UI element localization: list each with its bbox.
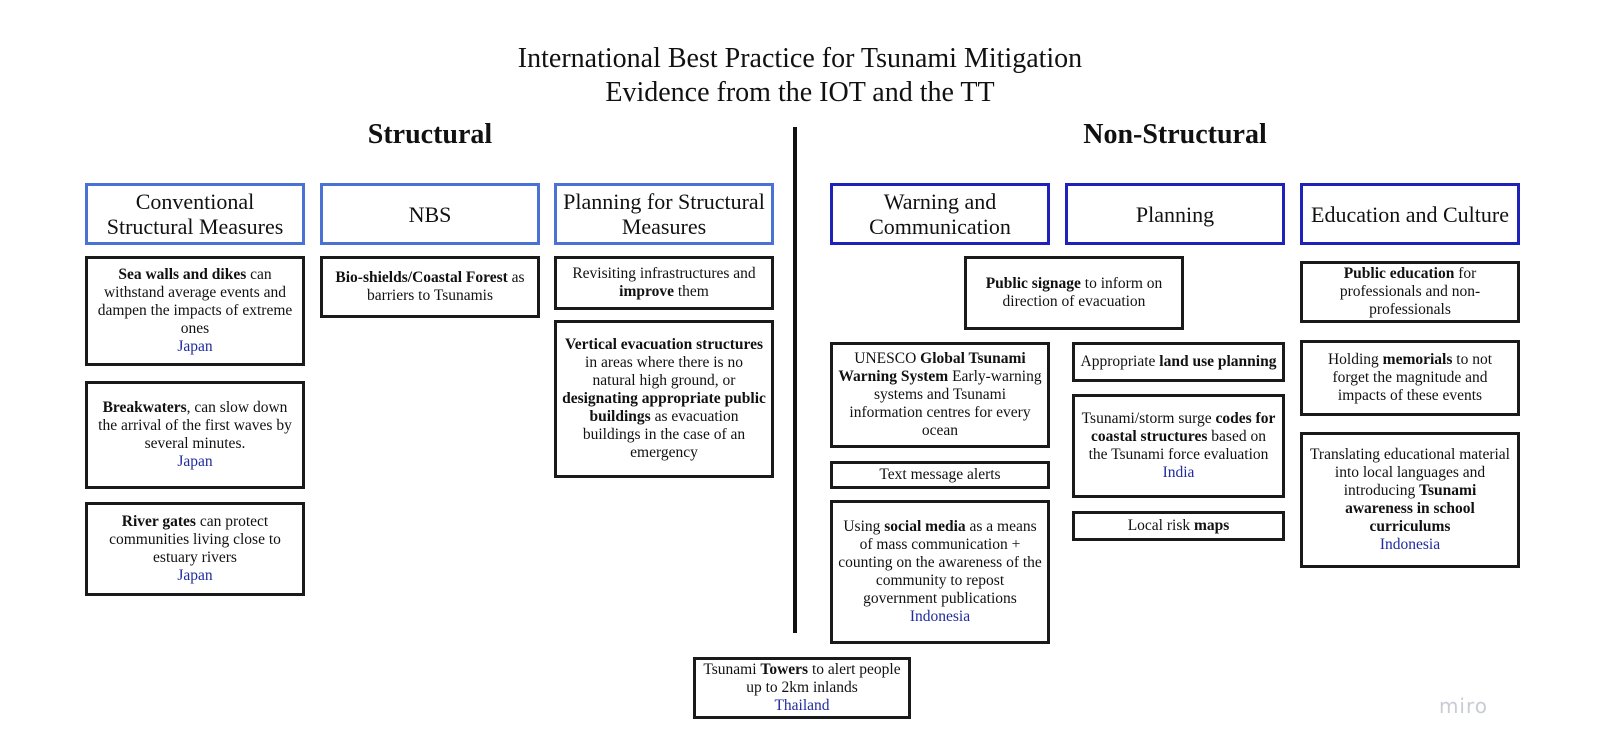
- card-text-bold-run: codes for coastal structures: [1091, 410, 1276, 445]
- card-text-run: can withstand average events and dampen …: [97, 266, 293, 337]
- card-country-label: Indonesia: [909, 608, 971, 625]
- category-planning-for-structural-measures: Planning for Structural Measures: [554, 183, 774, 245]
- card-text: Revisiting infrastructures and improve t…: [562, 265, 766, 301]
- card-breakwaters: Breakwaters, can slow down the arrival o…: [85, 381, 305, 489]
- card-text: Appropriate land use planning: [1081, 353, 1277, 371]
- card-social-media: Using social media as a means of mass co…: [830, 500, 1050, 644]
- card-sea-walls-and-dikes: Sea walls and dikes can withstand averag…: [85, 256, 305, 366]
- card-text-run: as evacuation buildings in the case of a…: [582, 408, 746, 461]
- card-text-bold-run: memorials: [1382, 351, 1453, 368]
- card-text: Using social media as a means of mass co…: [838, 518, 1042, 608]
- card-tsunami-towers: Tsunami Towers to alert people up to 2km…: [693, 657, 911, 719]
- card-text: UNESCO Global Tsunami Warning System Ear…: [838, 350, 1042, 440]
- card-public-signage: Public signage to inform on direction of…: [964, 256, 1184, 330]
- card-text-bold-run: Breakwaters: [102, 399, 187, 416]
- card-land-use-planning: Appropriate land use planning: [1072, 342, 1285, 382]
- category-planning: Planning: [1065, 183, 1285, 245]
- card-text-bold-run: Tsunami awareness in school curriculums: [1345, 482, 1477, 535]
- card-text-bold-run: Vertical evacuation structures: [564, 336, 764, 353]
- card-public-education: Public education for professionals and n…: [1300, 261, 1520, 323]
- card-river-gates: River gates can protect communities livi…: [85, 502, 305, 596]
- card-text: Sea walls and dikes can withstand averag…: [93, 266, 297, 338]
- card-text-run: for professionals and non-professionals: [1339, 265, 1481, 318]
- card-text-message-alerts: Text message alerts: [830, 461, 1050, 489]
- card-text-bold-run: River gates: [121, 513, 196, 530]
- category-nbs: NBS: [320, 183, 540, 245]
- card-text-run: Holding: [1327, 351, 1383, 368]
- card-text-bold-run: maps: [1193, 517, 1230, 534]
- card-text: Local risk maps: [1128, 517, 1230, 535]
- category-warning-and-communication: Warning and Communication: [830, 183, 1050, 245]
- card-local-risk-maps: Local risk maps: [1072, 511, 1285, 541]
- card-text-run: to not forget the magnitude and impacts …: [1332, 351, 1493, 404]
- card-text-run: Tsunami/storm surge: [1081, 410, 1216, 427]
- card-text-run: as a means of mass communication + count…: [838, 518, 1042, 607]
- card-text: Vertical evacuation structures in areas …: [562, 336, 766, 462]
- card-revisiting-infrastructures: Revisiting infrastructures and improve t…: [554, 256, 774, 310]
- miro-watermark: miro: [1438, 694, 1488, 718]
- card-global-tsunami-warning-system: UNESCO Global Tsunami Warning System Ear…: [830, 342, 1050, 448]
- card-country-label: India: [1162, 464, 1195, 481]
- card-text: Text message alerts: [879, 466, 1000, 484]
- card-text-run: Translating educational material into lo…: [1309, 446, 1510, 499]
- card-coastal-structure-codes: Tsunami/storm surge codes for coastal st…: [1072, 394, 1285, 498]
- card-text-bold-run: Global Tsunami Warning System: [838, 350, 1026, 385]
- card-text-run: Local risk: [1127, 517, 1194, 534]
- card-text-run: in areas where there is no natural high …: [585, 354, 743, 389]
- card-text: Public signage to inform on direction of…: [972, 275, 1176, 311]
- card-text-bold-run: Sea walls and dikes: [118, 266, 247, 283]
- category-conventional-structural-measures: Conventional Structural Measures: [85, 183, 305, 245]
- card-text-bold-run: Towers: [760, 661, 809, 678]
- card-text: Public education for professionals and n…: [1308, 265, 1512, 319]
- card-text-run: them: [673, 283, 709, 300]
- card-text-run: Text message alerts: [879, 466, 1001, 483]
- section-divider: [793, 127, 797, 633]
- card-text-run: as barriers to Tsunamis: [366, 269, 525, 304]
- non-structural-heading: Non-Structural: [1083, 119, 1267, 150]
- card-text: Tsunami/storm surge codes for coastal st…: [1080, 410, 1277, 464]
- card-text-run: based on the Tsunami force evaluation: [1088, 428, 1269, 463]
- card-text-bold-run: Public signage: [985, 275, 1081, 292]
- card-text: Bio-shields/Coastal Forest as barriers t…: [328, 269, 532, 305]
- card-text-bold-run: land use planning: [1159, 353, 1277, 370]
- card-text-run: to alert people up to 2km inlands: [746, 661, 901, 696]
- card-text-run: Revisiting infrastructures and: [572, 265, 756, 282]
- card-text-bold-run: Bio-shields/Coastal Forest: [335, 269, 508, 286]
- card-country-label: Japan: [177, 453, 213, 470]
- card-holding-memorials: Holding memorials to not forget the magn…: [1300, 340, 1520, 416]
- diagram-title-line-2: Evidence from the IOT and the TT: [605, 77, 995, 108]
- card-text-bold-run: Public education: [1343, 265, 1455, 282]
- card-text-run: Using: [843, 518, 885, 535]
- card-text: Holding memorials to not forget the magn…: [1308, 351, 1512, 405]
- card-text: River gates can protect communities livi…: [93, 513, 297, 567]
- card-country-label: Indonesia: [1379, 536, 1441, 553]
- card-tsunami-awareness-in-school: Translating educational material into lo…: [1300, 432, 1520, 568]
- diagram-title-line-1: International Best Practice for Tsunami …: [517, 43, 1083, 74]
- card-text-run: Early-warning systems and Tsunami inform…: [849, 368, 1042, 439]
- card-text-bold-run: designating appropriate public buildings: [562, 390, 766, 425]
- card-country-label: Thailand: [774, 697, 830, 714]
- card-country-label: Japan: [177, 567, 213, 584]
- card-country-label: Japan: [177, 338, 213, 355]
- card-text-run: can protect communities living close to …: [109, 513, 281, 566]
- card-text-bold-run: social media: [884, 518, 966, 535]
- category-education-and-culture: Education and Culture: [1300, 183, 1520, 245]
- card-bio-shields-coastal-forest: Bio-shields/Coastal Forest as barriers t…: [320, 256, 540, 318]
- card-text-run: UNESCO: [854, 350, 921, 367]
- card-vertical-evacuation-structures: Vertical evacuation structures in areas …: [554, 320, 774, 478]
- card-text-run: Tsunami: [703, 661, 761, 678]
- card-text: Translating educational material into lo…: [1308, 446, 1512, 536]
- structural-heading: Structural: [367, 119, 493, 150]
- card-text-run: to inform on direction of evacuation: [1002, 275, 1163, 310]
- card-text-run: Appropriate: [1080, 353, 1160, 370]
- card-text: Tsunami Towers to alert people up to 2km…: [701, 661, 903, 697]
- card-text-bold-run: improve: [619, 283, 674, 300]
- card-text: Breakwaters, can slow down the arrival o…: [93, 399, 297, 453]
- card-text-run: , can slow down the arrival of the first…: [98, 399, 292, 452]
